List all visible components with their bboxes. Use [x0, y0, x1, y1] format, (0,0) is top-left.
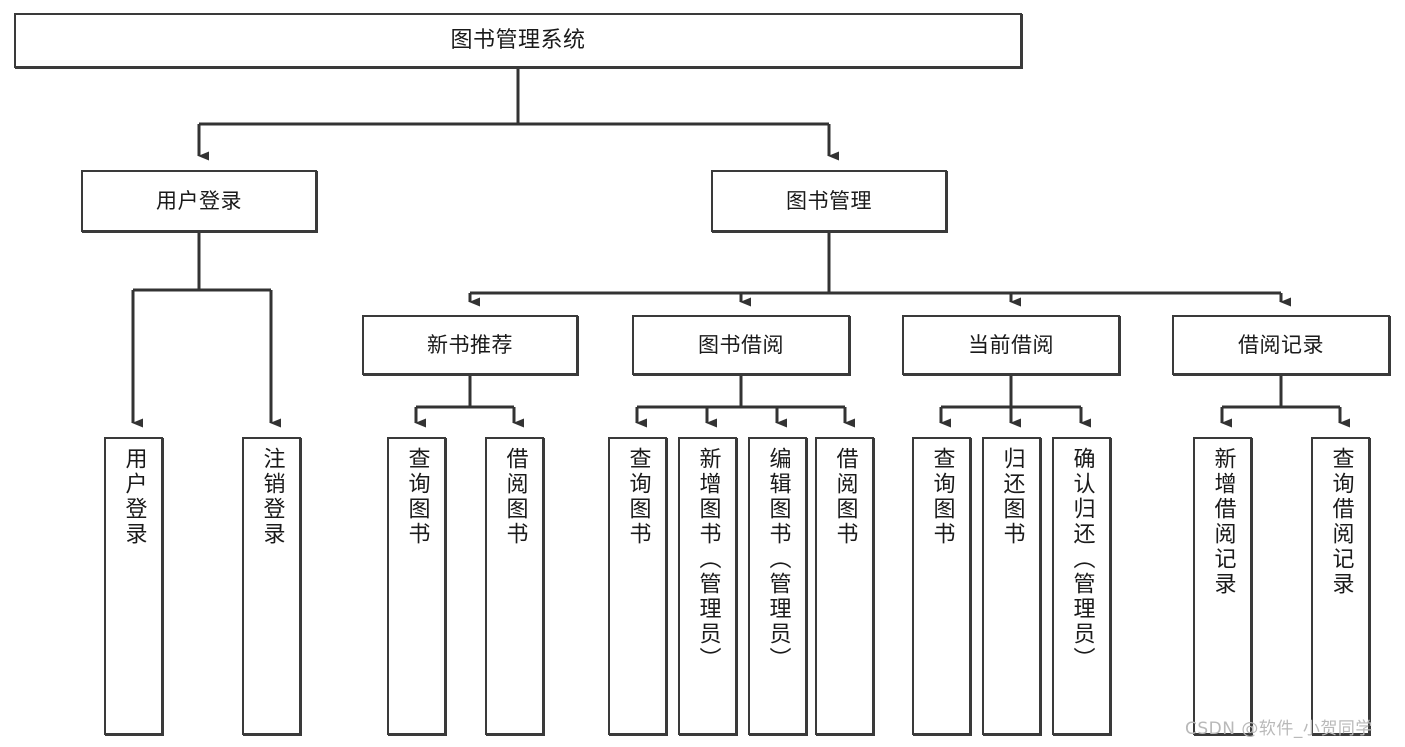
leaf-query-book-borrow[interactable]: 查询图书: [608, 437, 667, 735]
node-label: 图书管理: [786, 188, 872, 213]
node-label: 查询图书: [404, 447, 430, 547]
node-new-book-recommend[interactable]: 新书推荐: [362, 315, 578, 375]
node-label: 新增图书（管理员）: [695, 447, 721, 672]
node-label: 图书借阅: [698, 332, 784, 357]
leaf-add-book-admin[interactable]: 新增图书（管理员）: [678, 437, 737, 735]
node-label: 用户登录: [121, 447, 147, 547]
node-label: 归还图书: [999, 447, 1025, 547]
leaf-user-login[interactable]: 用户登录: [104, 437, 163, 735]
leaf-query-borrow-record[interactable]: 查询借阅记录: [1311, 437, 1370, 735]
node-label: 当前借阅: [968, 332, 1054, 357]
node-current-borrow[interactable]: 当前借阅: [902, 315, 1120, 375]
leaf-add-borrow-record[interactable]: 新增借阅记录: [1193, 437, 1252, 735]
leaf-confirm-return-admin[interactable]: 确认归还（管理员）: [1052, 437, 1111, 735]
leaf-query-book-current[interactable]: 查询图书: [912, 437, 971, 735]
node-label: 图书管理系统: [450, 27, 586, 53]
node-label: 新书推荐: [427, 332, 513, 357]
node-label: 借阅图书: [502, 447, 528, 547]
node-label: 注销登录: [259, 447, 285, 547]
node-label: 查询图书: [625, 447, 651, 547]
leaf-edit-book-admin[interactable]: 编辑图书（管理员）: [748, 437, 807, 735]
node-borrow-record[interactable]: 借阅记录: [1172, 315, 1390, 375]
node-label: 借阅图书: [832, 447, 858, 547]
leaf-return-book[interactable]: 归还图书: [982, 437, 1041, 735]
node-label: 用户登录: [156, 188, 242, 213]
csdn-watermark: CSDN @软件_小贺同学: [1185, 719, 1373, 739]
node-label: 借阅记录: [1238, 332, 1324, 357]
node-label: 查询借阅记录: [1328, 447, 1354, 597]
leaf-borrow-book-recommend[interactable]: 借阅图书: [485, 437, 544, 735]
leaf-borrow-book[interactable]: 借阅图书: [815, 437, 874, 735]
node-root-system[interactable]: 图书管理系统: [14, 13, 1022, 68]
node-book-management[interactable]: 图书管理: [711, 170, 947, 232]
node-label: 确认归还（管理员）: [1069, 447, 1095, 672]
node-user-login[interactable]: 用户登录: [81, 170, 317, 232]
leaf-query-book-recommend[interactable]: 查询图书: [387, 437, 446, 735]
node-label: 编辑图书（管理员）: [765, 447, 791, 672]
node-book-borrow[interactable]: 图书借阅: [632, 315, 850, 375]
node-label: 新增借阅记录: [1210, 447, 1236, 597]
node-label: 查询图书: [929, 447, 955, 547]
leaf-logout[interactable]: 注销登录: [242, 437, 301, 735]
